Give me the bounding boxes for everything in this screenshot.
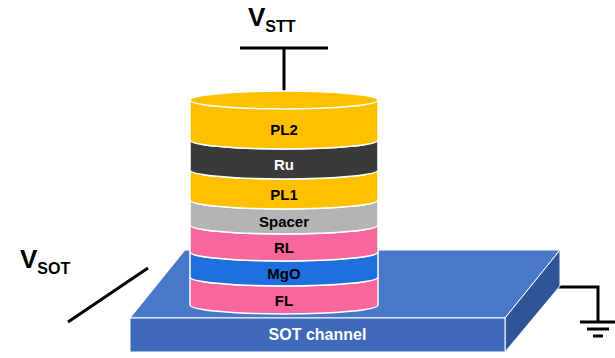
ground-symbol: [593, 335, 603, 338]
layer-body: [190, 252, 378, 286]
layer-top: [190, 161, 378, 179]
layer-top: [190, 216, 378, 234]
layer-shape: [190, 91, 378, 149]
layer-body: [190, 140, 378, 179]
layer-top: [190, 191, 378, 209]
layer-label: SOT channel: [130, 318, 505, 352]
layer-label: MgO: [190, 261, 378, 286]
layer-body: [190, 200, 378, 234]
slab-front: [130, 318, 505, 352]
layer-label: RL: [190, 234, 378, 261]
stt-wire: [283, 48, 286, 92]
stt-terminal: [240, 47, 328, 50]
layer-label: FL: [190, 286, 378, 314]
signal-label: VSTT: [248, 2, 296, 33]
layer-top: [190, 243, 378, 261]
signal-name: V: [20, 244, 37, 274]
signal-subscript: SOT: [37, 260, 70, 277]
layer-body: [190, 225, 378, 261]
layer-top: [190, 131, 378, 149]
layer-label: Spacer: [190, 209, 378, 234]
layer-top: [190, 91, 378, 109]
signal-label: VSOT: [20, 244, 70, 275]
signal-name: V: [248, 2, 265, 32]
layer-label: PL1: [190, 179, 378, 209]
ground-symbol: [580, 321, 615, 324]
ground-wire: [548, 287, 598, 322]
layer-label: PL2: [190, 109, 378, 149]
signal-subscript: STT: [265, 18, 295, 35]
layer-body: [190, 170, 378, 209]
slab-top: [130, 250, 560, 318]
layer-body: [190, 277, 378, 314]
ground-symbol: [587, 328, 609, 331]
layer-top: [190, 268, 378, 286]
layer-label: Ru: [190, 149, 378, 179]
stack-layer: PL2: [190, 91, 378, 149]
slab-side: [505, 250, 560, 352]
